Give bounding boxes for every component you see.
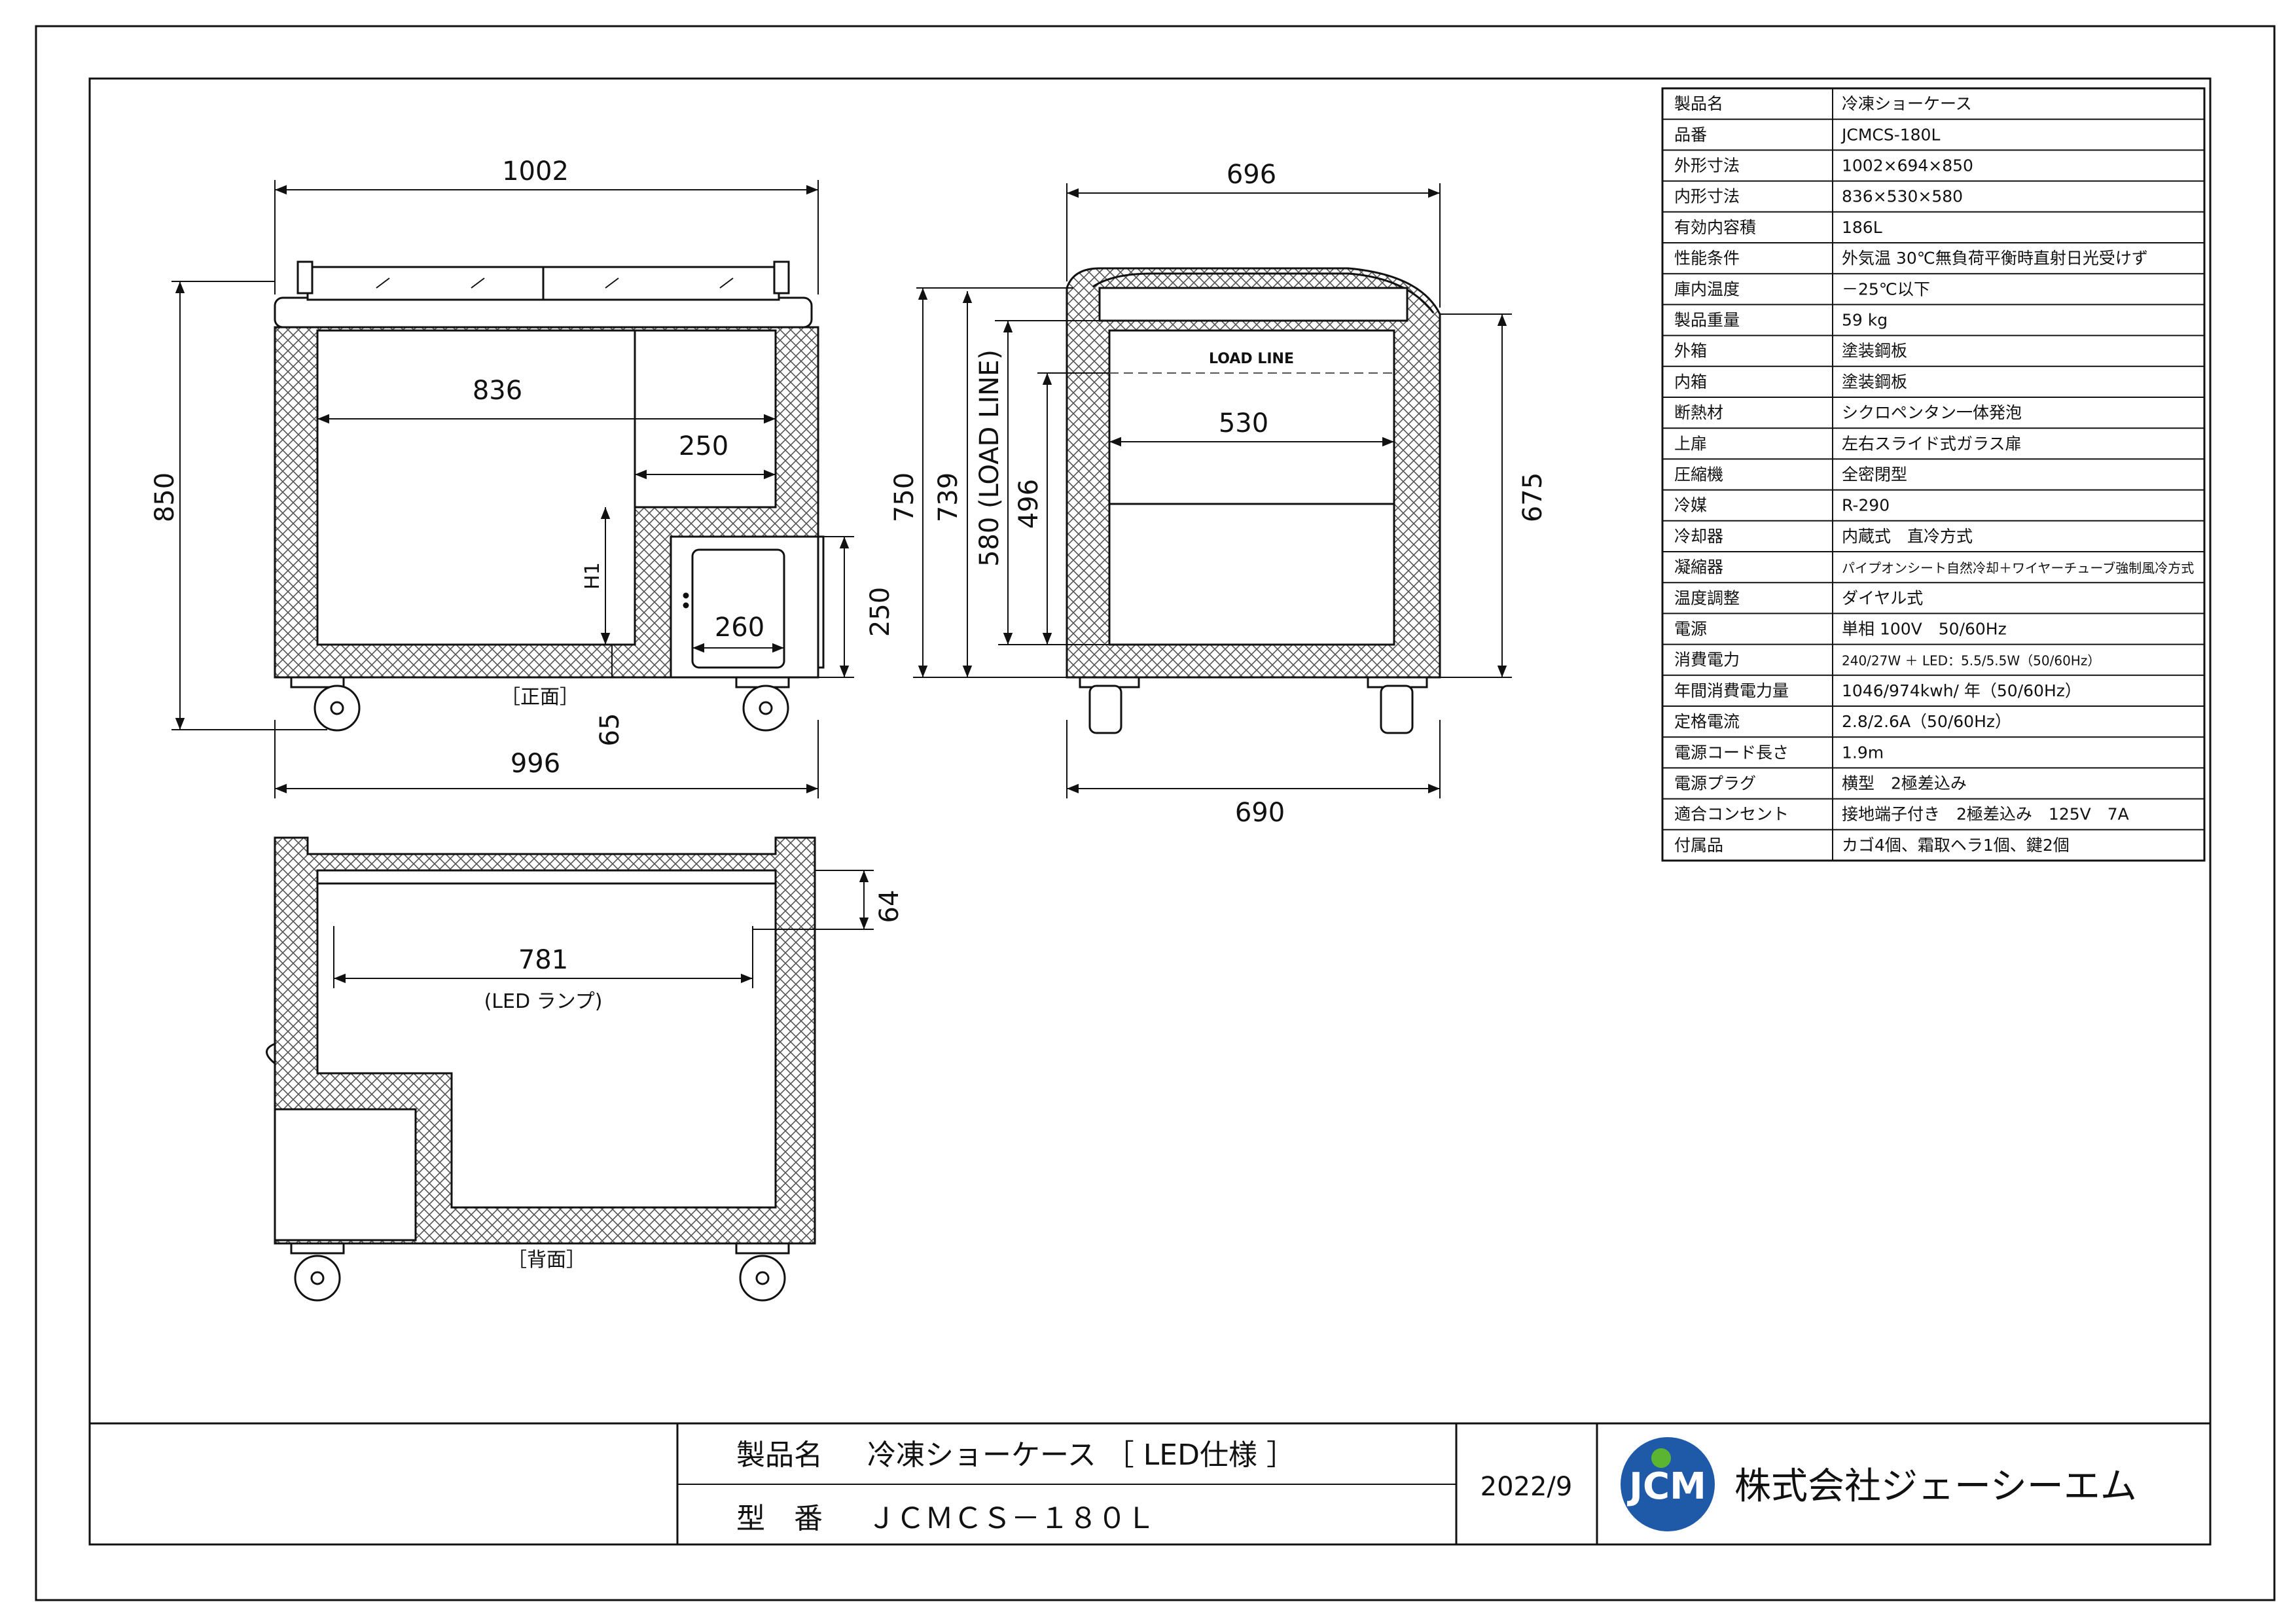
outer-border bbox=[35, 25, 2276, 1601]
spec-key: 庫内温度 bbox=[1674, 279, 1740, 298]
spec-key: 圧縮機 bbox=[1674, 465, 1723, 484]
spec-value: 冷凍ショーケース bbox=[1842, 94, 1972, 113]
dim-850: 850 bbox=[150, 473, 180, 522]
side-view bbox=[1066, 267, 1441, 734]
title-product-name: 冷凍ショーケース ［ LED仕様 ］ bbox=[867, 1438, 1295, 1472]
spec-value: カゴ4個、霜取ヘラ1個、鍵2個 bbox=[1842, 836, 2070, 855]
dim-250-machine: 250 bbox=[865, 587, 895, 637]
dim-690: 690 bbox=[1235, 798, 1285, 828]
spec-key: 品番 bbox=[1674, 125, 1707, 144]
spec-key: 凝縮器 bbox=[1674, 558, 1723, 577]
spec-value: 接地端子付き 2極差込み 125V 7A bbox=[1842, 805, 2129, 824]
front-view bbox=[274, 260, 825, 732]
spec-key: 電源 bbox=[1674, 619, 1707, 638]
spec-value: 186L bbox=[1842, 218, 1882, 237]
spec-value: 塗装鋼板 bbox=[1842, 342, 1907, 361]
spec-value: 1002×694×850 bbox=[1842, 156, 1973, 175]
front-view-dimensions bbox=[171, 180, 854, 798]
back-view bbox=[266, 836, 816, 1302]
back-view-label: ［背面］ bbox=[507, 1249, 586, 1272]
spec-key: 年間消費電力量 bbox=[1674, 681, 1789, 700]
spec-value: シクロペンタン一体発泡 bbox=[1842, 403, 2022, 422]
dim-675: 675 bbox=[1518, 473, 1548, 522]
dim-250-step: 250 bbox=[679, 431, 728, 461]
dim-750: 750 bbox=[889, 473, 920, 522]
spec-key: 有効内容積 bbox=[1674, 218, 1756, 237]
dim-580: 580 (LOAD LINE) bbox=[975, 349, 1005, 567]
spec-key: 内箱 bbox=[1674, 372, 1707, 391]
inner-border bbox=[88, 77, 2212, 1546]
spec-value: －25℃以下 bbox=[1842, 279, 1930, 298]
spec-value: パイプオンシート自然冷却＋ワイヤーチューブ強制風冷方式 bbox=[1842, 560, 2194, 576]
dim-781: 781 bbox=[518, 945, 568, 975]
spec-key: 製品重量 bbox=[1674, 310, 1740, 329]
dim-996: 996 bbox=[511, 749, 560, 779]
dim-696: 696 bbox=[1227, 160, 1276, 190]
back-view-dimensions bbox=[333, 870, 874, 988]
spec-key: 外箱 bbox=[1674, 342, 1707, 361]
title-model-number: ＪＣＭＣＳ－１８０Ｌ bbox=[867, 1502, 1155, 1535]
spec-key: 冷媒 bbox=[1674, 496, 1707, 515]
spec-key: 断熱材 bbox=[1674, 403, 1723, 422]
dim-496: 496 bbox=[1014, 479, 1044, 529]
spec-value: 240/27W ＋ LED：5.5/5.5W（50/60Hz） bbox=[1842, 653, 2100, 669]
spec-value: 59 kg bbox=[1842, 310, 1888, 329]
svg-text:JCM: JCM bbox=[1626, 1465, 1706, 1508]
spec-value: JCMCS-180L bbox=[1840, 125, 1940, 144]
dim-64: 64 bbox=[874, 890, 905, 923]
spec-key: 付属品 bbox=[1674, 836, 1723, 855]
load-line-label: LOAD LINE bbox=[1209, 351, 1294, 367]
front-view-label: ［正面］ bbox=[501, 686, 579, 709]
jcm-logo: JCM bbox=[1621, 1437, 1715, 1531]
side-view-dimensions bbox=[913, 183, 1512, 798]
dim-260: 260 bbox=[715, 613, 764, 643]
spec-value: 内蔵式 直冷方式 bbox=[1842, 527, 1973, 546]
dim-530: 530 bbox=[1219, 408, 1268, 438]
spec-value: 2.8/2.6A（50/60Hz） bbox=[1842, 712, 2011, 731]
spec-value: 1046/974kwh/ 年（50/60Hz） bbox=[1842, 681, 2081, 700]
dim-739: 739 bbox=[933, 473, 963, 522]
spec-key: 適合コンセント bbox=[1674, 805, 1789, 824]
spec-value: R-290 bbox=[1842, 496, 1890, 515]
title-model-label: 型 番 bbox=[736, 1502, 823, 1535]
spec-value: ダイヤル式 bbox=[1842, 588, 1923, 607]
title-date: 2022/9 bbox=[1480, 1472, 1573, 1502]
dim-h1: H1 bbox=[581, 562, 604, 590]
spec-key: 外形寸法 bbox=[1674, 156, 1740, 175]
dim-led-label: (LED ランプ) bbox=[484, 990, 603, 1013]
title-product-label: 製品名 bbox=[736, 1438, 823, 1472]
spec-table-frame bbox=[1661, 87, 2206, 862]
spec-key: 消費電力 bbox=[1674, 651, 1740, 669]
spec-key: 内形寸法 bbox=[1674, 187, 1740, 206]
spec-value: 836×530×580 bbox=[1842, 187, 1963, 206]
spec-key: 電源コード長さ bbox=[1674, 743, 1789, 762]
spec-value: 単相 100V 50/60Hz bbox=[1842, 619, 2007, 638]
spec-key: 温度調整 bbox=[1674, 588, 1740, 607]
spec-key: 性能条件 bbox=[1674, 249, 1740, 268]
spec-value: 外気温 30℃無負荷平衡時直射日光受けず bbox=[1842, 249, 2148, 268]
spec-key: 電源プラグ bbox=[1674, 774, 1756, 793]
spec-value: 横型 2極差込み bbox=[1842, 774, 1967, 793]
spec-value: 1.9m bbox=[1842, 743, 1884, 762]
title-block bbox=[90, 1422, 2210, 1544]
dim-1002: 1002 bbox=[502, 156, 569, 187]
dim-65: 65 bbox=[595, 713, 625, 747]
spec-value: 全密閉型 bbox=[1842, 465, 1907, 484]
spec-value: 塗装鋼板 bbox=[1842, 372, 1907, 391]
spec-value: 左右スライド式ガラス扉 bbox=[1842, 434, 2022, 453]
company-name: 株式会社ジェーシーエム bbox=[1734, 1465, 2137, 1508]
spec-key: 定格電流 bbox=[1674, 712, 1740, 731]
spec-key: 上扉 bbox=[1674, 434, 1707, 453]
spec-key: 冷却器 bbox=[1674, 527, 1723, 546]
spec-key: 製品名 bbox=[1674, 94, 1723, 113]
dim-836: 836 bbox=[473, 376, 522, 406]
